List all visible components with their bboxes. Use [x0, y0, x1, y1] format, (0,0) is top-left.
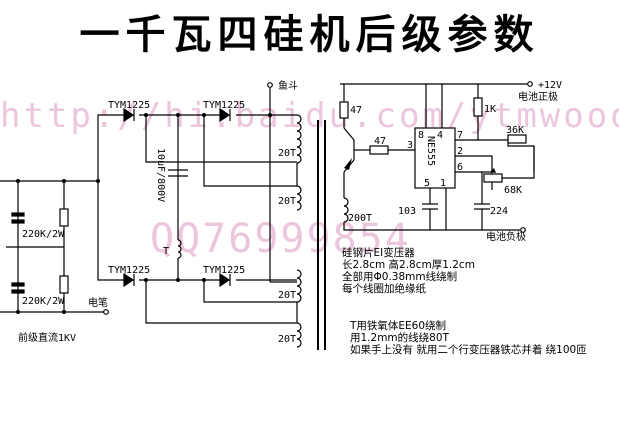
- pin-5: 5: [424, 178, 430, 189]
- diagram-title: 一千瓦四硅机后级参数: [79, 11, 540, 58]
- label-r1k: 1K: [484, 104, 496, 115]
- label-fish-hook: 鱼斗: [278, 79, 298, 92]
- label-12v: +12V: [538, 80, 562, 91]
- pin-2: 2: [457, 146, 463, 157]
- pin-4: 4: [437, 130, 443, 141]
- note-t-desc-3: 如果手上没有 就用二个行变压器铁芯并着 绕100匝: [350, 344, 587, 356]
- label-tym-3: TYM1225: [108, 265, 150, 276]
- note-core-size: 长2.8cm 高2.8cm厚1.2cm: [342, 259, 475, 271]
- pin-1: 1: [440, 178, 446, 189]
- label-primary-200t: 200T: [348, 213, 372, 224]
- label-bat-neg: 电池负极: [486, 230, 526, 243]
- note-core-title: 硅钢片EI变压器: [342, 247, 415, 259]
- label-r47-top: 47: [350, 105, 362, 116]
- watermark-url: http://hi.baidu.com/ytmwooo: [0, 96, 619, 136]
- label-tym-1: TYM1225: [108, 100, 150, 111]
- pin-3: 3: [407, 140, 413, 151]
- label-coil-3: 20T: [278, 290, 296, 301]
- label-coil-4: 20T: [278, 334, 296, 345]
- label-c103: 103: [398, 206, 416, 217]
- label-chip: NE555: [425, 136, 436, 166]
- note-core-insulation: 每个线圈加绝缘纸: [342, 283, 426, 295]
- label-tym-2: TYM1225: [203, 100, 245, 111]
- label-tym-4: TYM1225: [203, 265, 245, 276]
- label-c224: 224: [490, 206, 508, 217]
- label-t-mark: T: [163, 246, 169, 257]
- label-coil-1: 20T: [278, 148, 296, 159]
- label-r36k: 36K: [506, 125, 524, 136]
- label-coil-2: 20T: [278, 196, 296, 207]
- pin-8: 8: [418, 130, 424, 141]
- label-pen: 电笔: [88, 296, 108, 309]
- label-cap: 10uF/800V: [155, 148, 166, 202]
- pin-7: 7: [457, 130, 463, 141]
- note-t-desc-1: T用铁氧体EE60绕制: [350, 320, 447, 332]
- note-core-wire: 全部用Φ0.38mm线绕制: [342, 271, 458, 283]
- label-r68k: 68K: [504, 185, 522, 196]
- label-dc-input: 前级直流1KV: [18, 331, 76, 344]
- note-t-desc-2: 用1.2mm的线绕80T: [350, 332, 449, 344]
- label-res-1: 220K/2W: [22, 229, 65, 240]
- pin-6: 6: [457, 162, 463, 173]
- label-res-2: 220K/2W: [22, 296, 65, 307]
- label-r47-base: 47: [374, 136, 386, 147]
- label-bat-pos: 电池正极: [518, 90, 558, 103]
- watermark-qq: QQ76999854: [150, 216, 411, 262]
